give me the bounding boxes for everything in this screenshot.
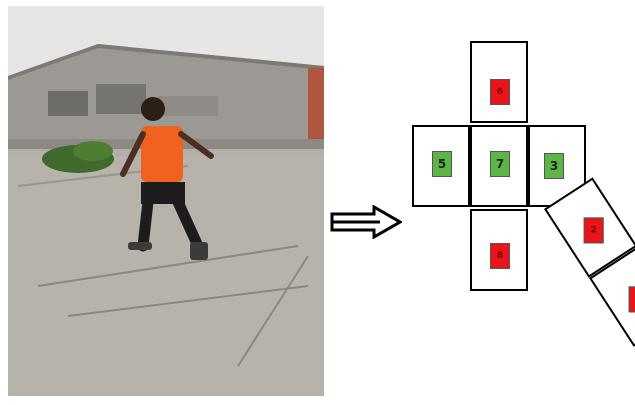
cell-number: 3: [544, 153, 564, 179]
cell-number: 7: [490, 151, 510, 177]
cell-number: 5: [432, 151, 452, 177]
hopscotch-cell-bottom: 8: [470, 209, 528, 291]
hopscotch-cell-top: 6: [470, 41, 528, 123]
cell-number: 8: [490, 243, 510, 269]
cell-number: 2: [583, 217, 604, 244]
hopscotch-cell-left: 5: [412, 125, 470, 207]
hopscotch-cell-right: 3: [528, 125, 586, 207]
cell-number: 1: [628, 286, 635, 313]
photo-scene: [8, 6, 324, 396]
child-hopscotch-photo: [8, 6, 324, 396]
hopscotch-cell-center: 7: [470, 125, 528, 207]
double-arrow-right-icon: [330, 205, 402, 239]
cell-number: 6: [490, 79, 510, 105]
